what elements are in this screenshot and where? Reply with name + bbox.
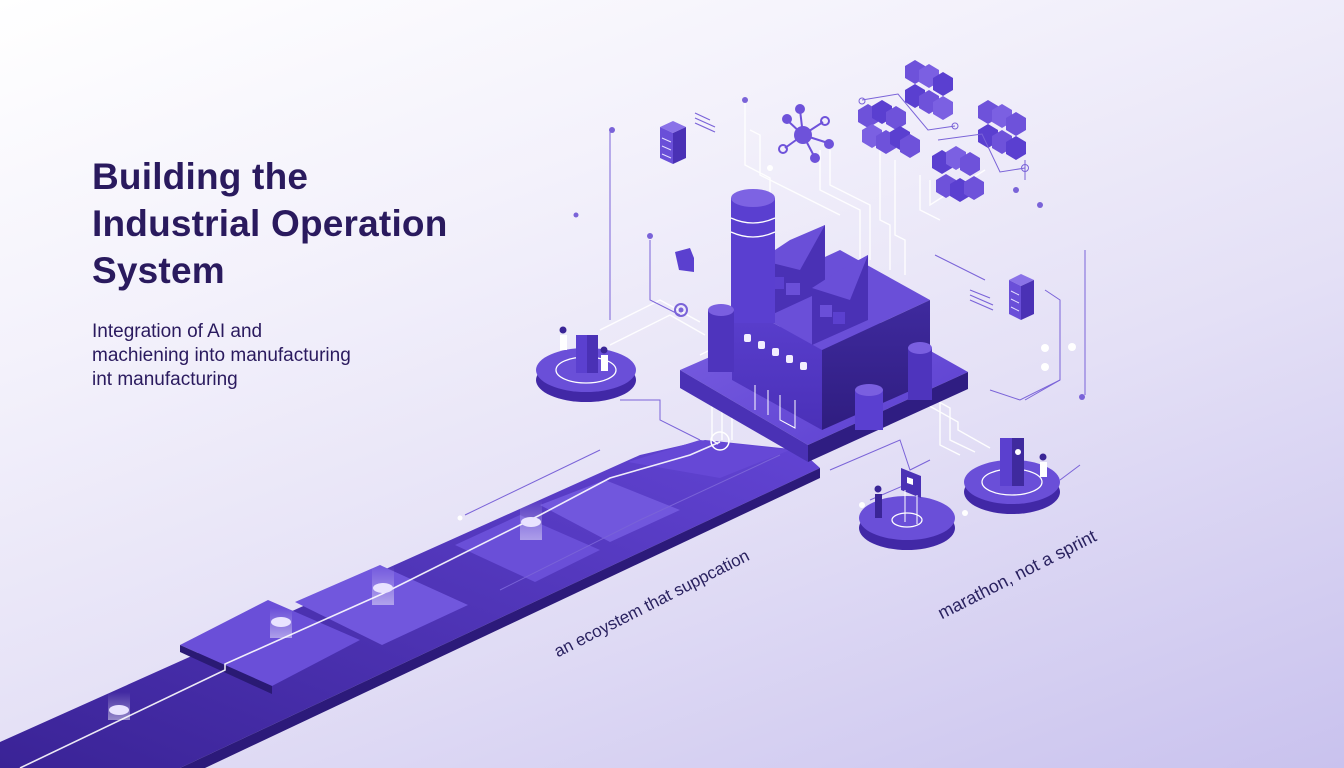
slide-title: Building the Industrial Operation System — [92, 153, 448, 294]
road-marker — [108, 500, 542, 720]
circuit-lines-thin — [499, 130, 1086, 591]
presentation-board-platform — [859, 468, 955, 550]
workstation-platform — [536, 326, 636, 402]
title-line-1: Building the — [92, 156, 309, 197]
subtitle-line-3: int manufacturing — [92, 369, 238, 390]
kiosk-platform — [964, 438, 1060, 514]
title-line-2: Industrial Operation — [92, 203, 448, 244]
circuit-lines — [599, 100, 991, 456]
target-icon — [674, 303, 688, 317]
title-line-3: System — [92, 250, 225, 291]
factory-building — [680, 189, 968, 462]
pathway-road — [0, 440, 820, 768]
subtitle-line-1: Integration of AI and — [92, 321, 263, 342]
hexagon-cluster — [858, 60, 1029, 202]
server-rack-icon — [660, 112, 716, 164]
subtitle-line-2: machiening into manufacturing — [92, 345, 351, 366]
server-rack-icon — [969, 274, 1034, 320]
network-node-icon — [778, 104, 834, 163]
document-icon — [675, 248, 694, 272]
slide-subtitle: Integration of AI and machiening into ma… — [92, 320, 351, 392]
circuit-nodes — [573, 97, 1085, 516]
